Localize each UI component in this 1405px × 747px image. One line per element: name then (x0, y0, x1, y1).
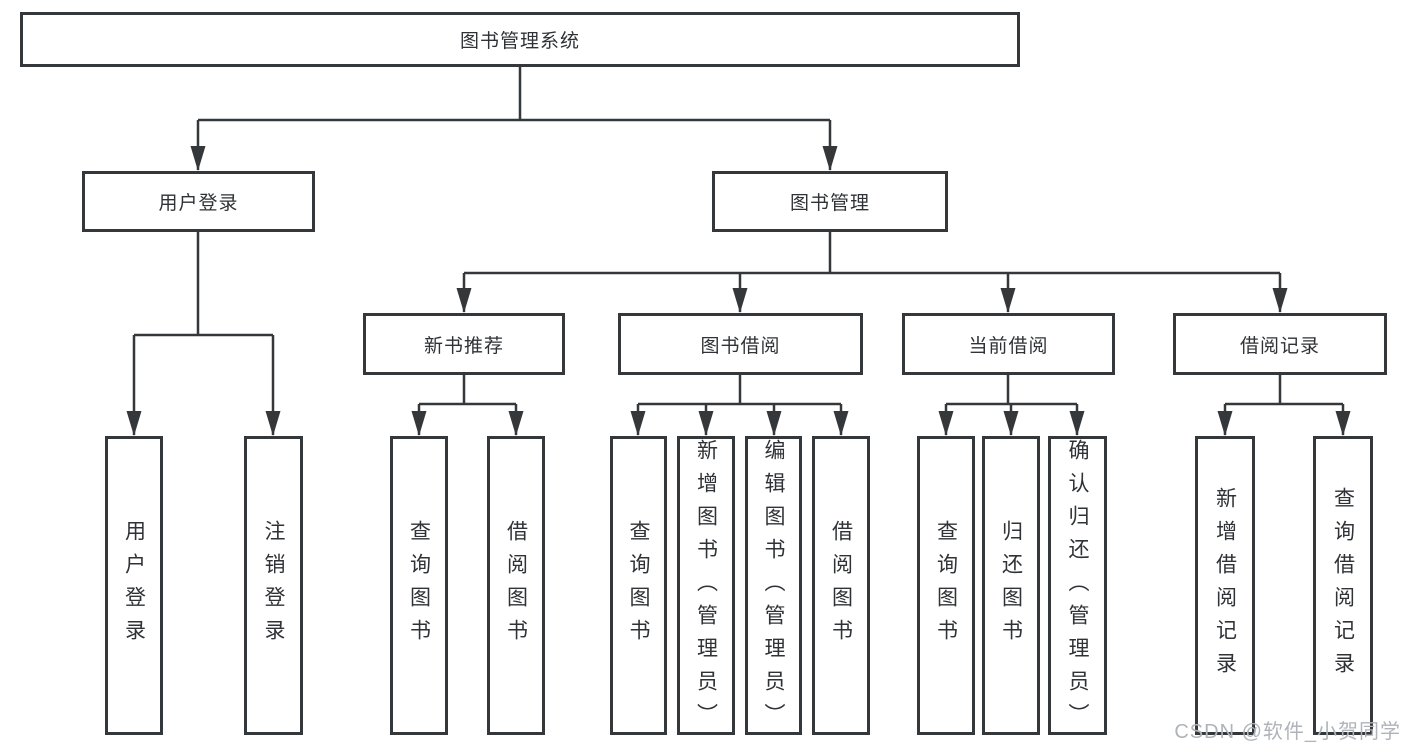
leaf-add-book-admin: 新增图书（管理员） (677, 436, 735, 736)
node-book-borrow: 图书借阅 (618, 313, 863, 375)
leaf-borrow-books: 借阅图书 (812, 436, 870, 735)
node-new-book-recommend: 新书推荐 (363, 313, 565, 375)
leaf-query-books-borrow: 查询图书 (610, 436, 667, 735)
node-book-management-branch: 图书管理 (712, 171, 948, 232)
leaf-confirm-return-admin: 确认归还（管理员） (1048, 436, 1107, 736)
node-current-borrow: 当前借阅 (902, 313, 1115, 375)
leaf-query-books-current: 查询图书 (917, 436, 975, 735)
leaf-user-login: 用户登录 (105, 436, 163, 735)
leaf-query-borrow-record: 查询借阅记录 (1313, 436, 1373, 735)
leaf-add-borrow-record: 新增借阅记录 (1195, 436, 1255, 735)
node-borrow-records: 借阅记录 (1173, 313, 1387, 375)
leaf-query-books-recommend: 查询图书 (390, 436, 448, 735)
leaf-return-book: 归还图书 (982, 436, 1040, 735)
leaf-edit-book-admin: 编辑图书（管理员） (745, 436, 802, 736)
node-user-login-branch: 用户登录 (82, 171, 315, 232)
node-root: 图书管理系统 (20, 12, 1020, 67)
leaf-borrow-books-recommend: 借阅图书 (487, 436, 545, 735)
leaf-logout: 注销登录 (244, 436, 303, 735)
